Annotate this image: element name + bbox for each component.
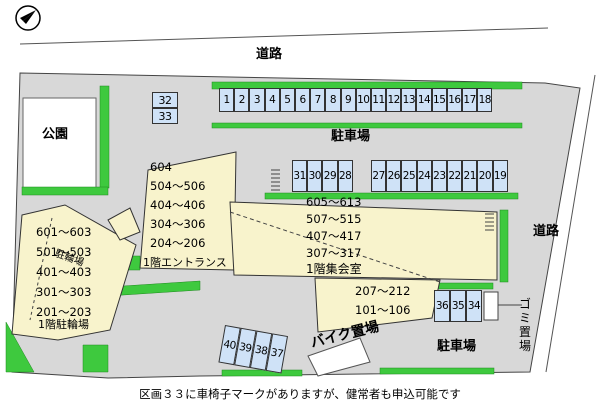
park-label: 公園: [42, 127, 69, 142]
bike-rack: [307, 337, 371, 377]
unit-range: 204～206: [150, 236, 206, 250]
parking-row-mid-right: 27 26 25 24 23 22 21 20 19: [371, 160, 508, 192]
road-top-label: 道路: [256, 47, 283, 62]
parking-stall: 3: [249, 88, 265, 112]
parking-stall: 19: [492, 160, 508, 192]
parking-col-left: 32 33: [152, 92, 178, 124]
unit-list-south-wing: 207～212 101～106: [355, 282, 410, 320]
unit-list-east-wing: 605～613 507～515 407～417 307～317: [306, 194, 361, 262]
garbage-label: ゴミ置場: [519, 297, 532, 353]
unit-range: 304～306: [150, 217, 206, 231]
parking-stall: 1: [219, 88, 235, 112]
unit-range: 301～303: [36, 285, 92, 299]
parking-stall: 15: [431, 88, 447, 112]
unit-range: 401～403: [36, 265, 92, 279]
unit-range: 404～406: [150, 198, 206, 212]
building-east-wing: [229, 201, 498, 281]
meeting-room-label: 1階集会室: [306, 262, 362, 276]
unit-range: 501～503: [36, 245, 92, 259]
parking-row-mid-left: 31 30 29 28: [292, 160, 353, 192]
north-arrow-icon: [14, 4, 42, 32]
parking-stall: 30: [307, 160, 323, 192]
parking-stall: 2: [234, 88, 250, 112]
parking-stall: 14: [416, 88, 432, 112]
parking-stall: 24: [416, 160, 432, 192]
unit-list-left-wing: 601～603 501～503 401～403 301～303 201～203: [36, 222, 91, 322]
parking-stall: 23: [431, 160, 447, 192]
unit-range: 601～603: [36, 225, 92, 239]
building-left-wing: [11, 204, 137, 341]
parking-row-top: 1 2 3 4 5 6 7 8 9 10 11 12 13 14 15 16 1…: [219, 88, 493, 112]
parking-stall: 18: [477, 88, 493, 112]
parking-north-label: 駐車場: [331, 129, 371, 144]
parking-stall: 22: [446, 160, 463, 192]
parking-stall: 27: [371, 160, 387, 192]
parking-stall: 25: [401, 160, 417, 192]
parking-stall: 10: [355, 88, 371, 112]
building-connector: [107, 207, 141, 241]
entrance-label: 1階エントランス: [143, 256, 227, 269]
parking-stall: 35: [450, 290, 466, 322]
unit-range: 207～212: [355, 284, 411, 298]
parking-stall: 29: [322, 160, 338, 192]
parking-stall: 31: [292, 160, 308, 192]
parking-stall: 13: [401, 88, 417, 112]
road-top-edge: [19, 27, 549, 45]
parking-stall: 7: [310, 88, 326, 112]
unit-range: 307～317: [306, 246, 362, 260]
unit-range: 507～515: [306, 212, 362, 226]
building-south-wing: [314, 277, 441, 333]
unit-range: 504～506: [150, 179, 206, 193]
parking-stall: 12: [386, 88, 402, 112]
parking-stall: 28: [337, 160, 353, 192]
unit-range: 407～417: [306, 229, 362, 243]
park-area: [22, 97, 97, 189]
map-caption: 区画３３に車椅子マークがありますが、健常者も申込可能です: [139, 387, 461, 401]
parking-stall: 26: [386, 160, 402, 192]
unit-range: 201～203: [36, 305, 92, 319]
road-right-label: 道路: [533, 224, 560, 239]
parking-south-label: 駐車場: [437, 339, 477, 354]
parking-stall: 11: [370, 88, 387, 112]
unit-range: 101～106: [355, 303, 411, 317]
parking-stall: 34: [466, 290, 482, 322]
bicycle-parking-1f-label: 1階駐輪場: [38, 318, 89, 331]
parking-row-bottom-right: 36 35 34: [434, 290, 482, 322]
parking-stall: 17: [462, 88, 478, 112]
parking-stall: 36: [434, 290, 450, 322]
green-strips: [5, 81, 523, 377]
parking-stall: 16: [446, 88, 462, 112]
parking-stall: 9: [340, 88, 356, 112]
unit-range: 604: [150, 160, 172, 174]
garbage-enclosure: [483, 291, 499, 321]
parking-stall: 20: [477, 160, 493, 192]
unit-range: 605～613: [306, 195, 362, 209]
unit-list-center-tower: 604 504～506 404～406 304～306 204～206: [150, 158, 205, 253]
parking-stall: 32: [152, 92, 178, 108]
parking-stall: 8: [325, 88, 341, 112]
stairs-marker: [271, 169, 494, 231]
parking-stall: 4: [264, 88, 280, 112]
parking-stall: 33: [152, 108, 178, 124]
parking-stall: 5: [279, 88, 295, 112]
parking-stall: 21: [462, 160, 478, 192]
road-right-edge: [545, 74, 596, 373]
parking-stall: 6: [294, 88, 311, 112]
